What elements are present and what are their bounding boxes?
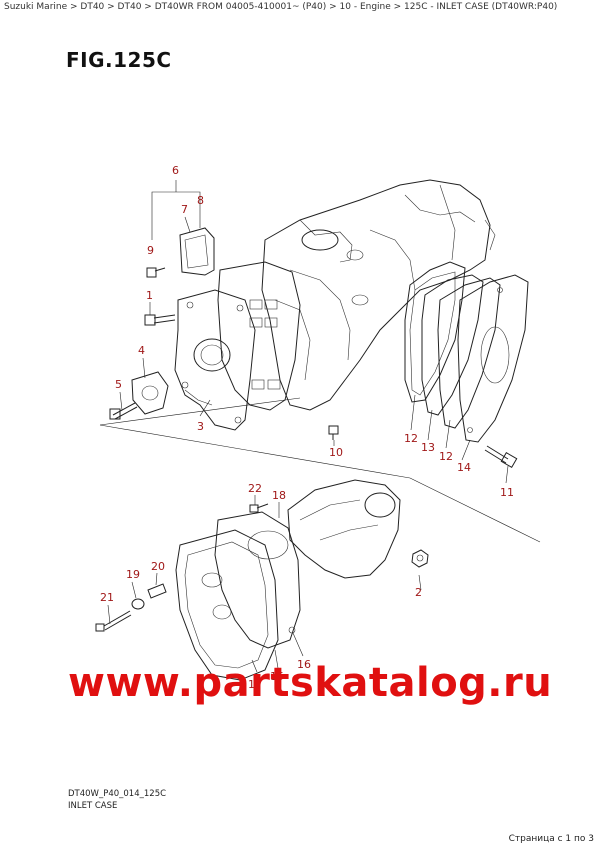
bolt-1 [144, 314, 176, 326]
flange-4 [131, 371, 169, 415]
callout-17: 17 [248, 678, 262, 691]
callout-2: 2 [415, 586, 422, 599]
reed-valve-plate [179, 227, 215, 276]
callout-12b: 12 [439, 450, 453, 463]
callout-11: 11 [500, 486, 514, 499]
callout-22: 22 [248, 482, 262, 495]
callout-5: 5 [115, 378, 122, 391]
callout-1: 1 [146, 289, 153, 302]
nut-2 [411, 549, 429, 568]
callout-10: 10 [329, 446, 343, 459]
diagram-code: DT40W_P40_014_125C [68, 789, 167, 799]
bolt-11 [484, 445, 518, 469]
bolt-9 [146, 267, 166, 278]
diagram-name: INLET CASE [68, 801, 118, 811]
callout-12a: 12 [404, 432, 418, 445]
callout-14: 14 [457, 461, 471, 474]
callout-16: 16 [297, 658, 311, 671]
callout-13: 13 [421, 441, 435, 454]
intake-silencer-case [287, 479, 401, 579]
silencer-cover [175, 529, 279, 681]
callout-18: 18 [272, 489, 286, 502]
grommet-19 [131, 598, 145, 610]
callout-20: 20 [151, 560, 165, 573]
screw-22 [249, 503, 269, 513]
screw-21 [95, 610, 132, 632]
callout-6: 6 [172, 164, 179, 177]
callout-3: 3 [197, 420, 204, 433]
bolt-10 [328, 425, 339, 440]
engine-block [261, 179, 496, 411]
callout-19: 19 [126, 568, 140, 581]
callout-21: 21 [100, 591, 114, 604]
callout-15: 15 [270, 670, 284, 683]
bolt-5 [109, 402, 138, 420]
inlet-case-plate [174, 289, 256, 431]
screw-16 [288, 626, 296, 634]
silencer-gasket [214, 511, 301, 649]
exhaust-cover-gaskets [404, 261, 529, 443]
figure-title: FIG.125C [66, 48, 172, 72]
callout-7: 7 [181, 203, 188, 216]
callout-9: 9 [147, 244, 154, 257]
callout-8: 8 [197, 194, 204, 207]
page-info: Страница с 1 по 3 [508, 834, 594, 844]
breadcrumb: Suzuki Marine > DT40 > DT40 > DT40WR FRO… [4, 2, 558, 12]
collar-20 [147, 583, 167, 599]
watermark-link[interactable]: www.partskatalog.ru [68, 660, 553, 706]
leader-lines [99, 180, 541, 673]
callout-4: 4 [138, 344, 145, 357]
inlet-gasket [217, 261, 301, 411]
